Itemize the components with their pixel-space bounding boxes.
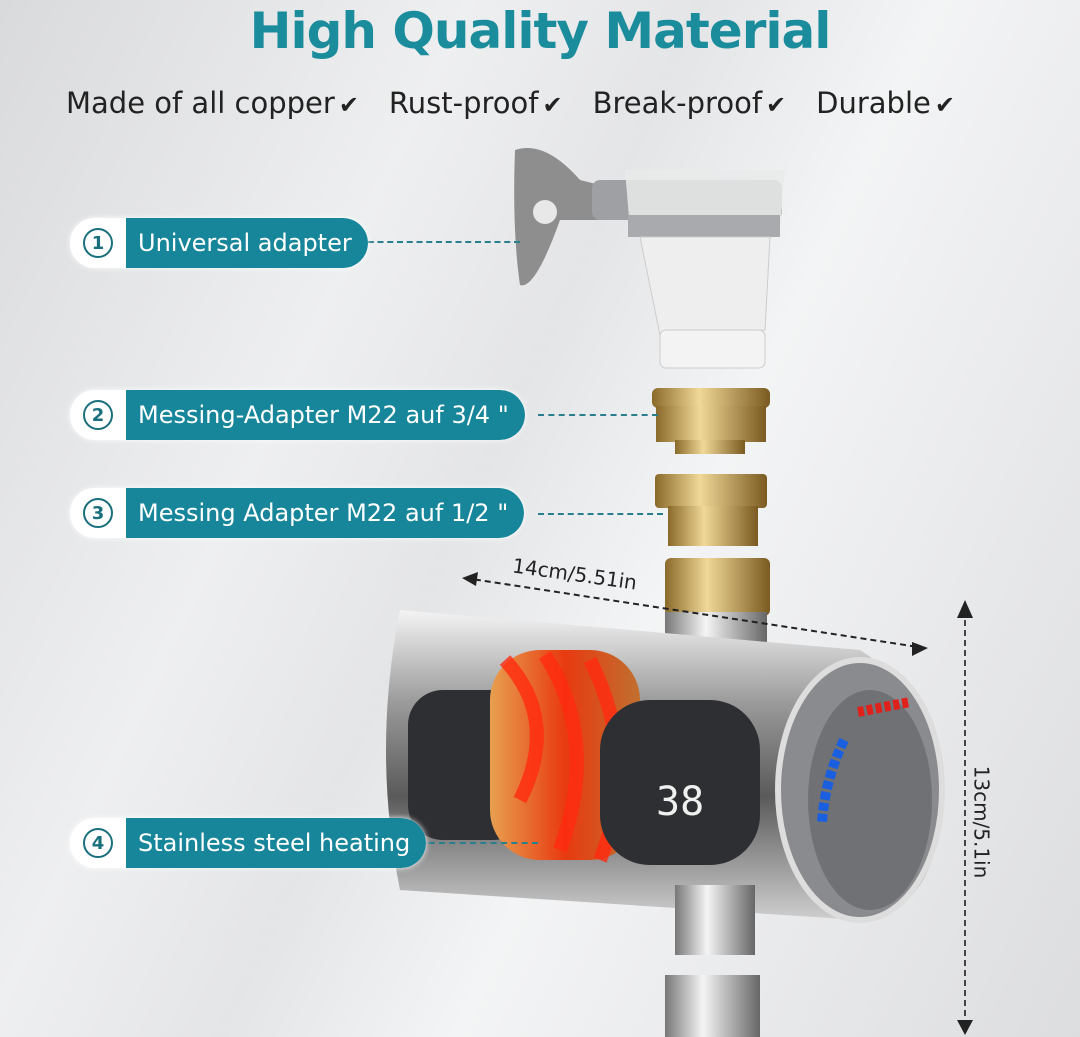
feature-rust-proof: Rust-proof✔ (389, 86, 563, 120)
feature-list: Made of all copper✔ Rust-proof✔ Break-pr… (66, 86, 955, 120)
brass-adapter-m22-1-2 (655, 474, 767, 546)
height-dimension-label: 13cm/5.1in (969, 765, 994, 879)
part-label-text: Stainless steel heating (126, 818, 427, 868)
feature-durable: Durable✔ (816, 86, 955, 120)
feature-label: Break-proof (592, 86, 763, 120)
part-label-2: 2 Messing-Adapter M22 auf 3/4 " (70, 390, 525, 440)
feature-label: Made of all copper (66, 86, 335, 120)
feature-label: Rust-proof (388, 86, 539, 120)
leader-line-3 (538, 513, 663, 515)
feature-label: Durable (816, 86, 931, 120)
part-label-text: Messing Adapter M22 auf 1/2 " (126, 488, 525, 538)
arrow-icon (957, 600, 973, 618)
page-title: High Quality Material (249, 2, 832, 60)
number-badge: 1 (83, 228, 113, 258)
leader-line-2 (538, 414, 658, 416)
arrow-icon (912, 642, 928, 656)
leader-line-4 (408, 842, 538, 844)
number-badge: 3 (83, 498, 113, 528)
universal-adapter-part (514, 148, 785, 369)
part-label-1: 1 Universal adapter (70, 218, 368, 268)
part-label-text: Universal adapter (126, 218, 368, 268)
part-label-4: 4 Stainless steel heating (70, 818, 427, 868)
part-label-3: 3 Messing Adapter M22 auf 1/2 " (70, 488, 525, 538)
arrow-icon (957, 1020, 973, 1035)
number-badge: 4 (83, 828, 113, 858)
temperature-display: 38 (656, 779, 704, 825)
width-dimension-line (464, 577, 926, 649)
check-icon: ✔ (766, 91, 787, 119)
part-label-text: Messing-Adapter M22 auf 3/4 " (126, 390, 525, 440)
check-icon: ✔ (542, 91, 563, 119)
feature-break-proof: Break-proof✔ (593, 86, 787, 120)
brass-adapter-m22-3-4 (652, 388, 770, 454)
arrow-icon (462, 572, 478, 586)
brass-nut (665, 558, 770, 616)
check-icon: ✔ (934, 91, 955, 119)
number-badge: 2 (83, 400, 113, 430)
leader-line-1 (358, 241, 520, 243)
feature-copper: Made of all copper✔ (66, 86, 359, 120)
check-icon: ✔ (338, 91, 359, 119)
